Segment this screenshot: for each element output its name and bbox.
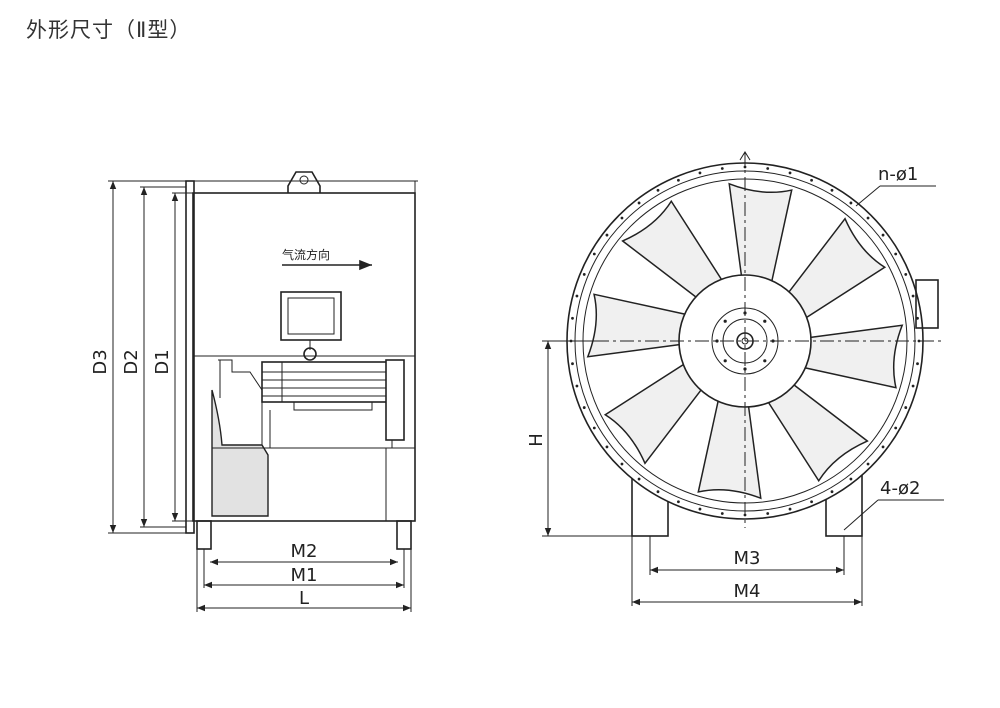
right-foot <box>396 520 412 550</box>
hub-bolt <box>763 319 767 323</box>
blade <box>697 400 762 500</box>
airflow-label: 气流方向 <box>282 247 330 262</box>
bolt-hole <box>894 252 898 256</box>
side-vertical-dimensions <box>108 180 193 534</box>
dim-l-label: L <box>299 588 309 609</box>
bolt-hole <box>849 477 853 481</box>
bolt-hole <box>849 201 853 205</box>
bolt-hole <box>743 165 747 169</box>
bolt-hole <box>830 188 834 192</box>
bolt-hole <box>810 178 813 182</box>
bolt-hole <box>592 252 596 256</box>
bolt-hole <box>582 406 586 409</box>
front-view: n-ø1 4-ø2 H M3 M4 <box>526 151 944 606</box>
dim-m4-label: M4 <box>734 581 761 602</box>
bolt-hole <box>881 445 885 449</box>
bolt-hole <box>592 426 596 430</box>
junction-box-side <box>915 279 939 329</box>
dim-d1-label: D1 <box>152 349 173 374</box>
hub-bolt <box>743 367 747 371</box>
bolt-hole <box>656 490 660 494</box>
hub-bolts <box>715 311 775 371</box>
bolt-hole <box>698 507 702 511</box>
bolt-hole <box>571 362 574 366</box>
bolt-hole <box>788 171 792 175</box>
support-bracket <box>211 389 269 517</box>
flange-bolt-holes <box>569 165 921 517</box>
bolt-hole <box>766 512 770 515</box>
bolt-hole <box>904 273 908 276</box>
bolt-hole <box>810 500 813 504</box>
lifting-lug <box>287 171 321 193</box>
bolt-hole <box>720 512 724 515</box>
bolt-hole <box>911 294 915 298</box>
dim-m3-label: M3 <box>734 548 761 569</box>
holes-4-d2-label: 4-ø2 <box>880 478 920 499</box>
bolt-hole <box>677 500 680 504</box>
bolt-hole <box>656 188 660 192</box>
bolt-hole <box>894 426 898 430</box>
junction-box <box>280 291 342 361</box>
bolt-hole <box>788 507 792 511</box>
side-horizontal-dimensions <box>196 549 412 612</box>
dim-h-label: H <box>526 433 547 447</box>
blade <box>603 363 705 465</box>
bolt-hole <box>677 178 680 182</box>
bolt-hole <box>582 273 586 276</box>
blade <box>785 217 887 319</box>
dim-m2-label: M2 <box>291 541 318 562</box>
bolt-hole <box>605 445 609 449</box>
bolt-hole <box>575 384 579 388</box>
holes-n-d1-label: n-ø1 <box>878 164 918 185</box>
bolt-hole <box>571 316 574 320</box>
left-foot <box>196 520 212 550</box>
dim-d3-label: D3 <box>90 349 111 374</box>
bolt-hole <box>620 462 624 466</box>
bolt-hole <box>605 233 609 237</box>
bolt-hole <box>766 167 770 170</box>
blade <box>767 381 869 483</box>
side-view: 气流方向 <box>90 171 418 612</box>
bolt-hole <box>866 462 870 466</box>
bolt-hole <box>637 477 641 481</box>
bolt-hole <box>881 233 885 237</box>
bolt-hole <box>830 490 834 494</box>
bolt-hole <box>720 167 724 170</box>
bolt-hole <box>917 339 921 343</box>
hub-bolt <box>763 359 767 363</box>
page-title: 外形尺寸（Ⅱ型） <box>26 18 192 42</box>
bolt-hole <box>916 362 919 366</box>
bolt-hole <box>637 201 641 205</box>
bolt-hole <box>620 216 624 220</box>
blade <box>586 293 686 358</box>
motor <box>261 359 405 448</box>
dim-d2-label: D2 <box>121 349 142 374</box>
bolt-hole <box>916 316 919 320</box>
hub-bolt <box>715 339 719 343</box>
hub-bolt <box>723 319 727 323</box>
blade <box>621 199 723 301</box>
bolt-hole <box>575 294 579 298</box>
bolt-hole <box>904 406 908 409</box>
dim-m1-label: M1 <box>291 565 318 586</box>
bolt-hole <box>911 384 915 388</box>
bolt-hole <box>866 216 870 220</box>
bolt-hole <box>698 171 702 175</box>
hub-bolt <box>723 359 727 363</box>
